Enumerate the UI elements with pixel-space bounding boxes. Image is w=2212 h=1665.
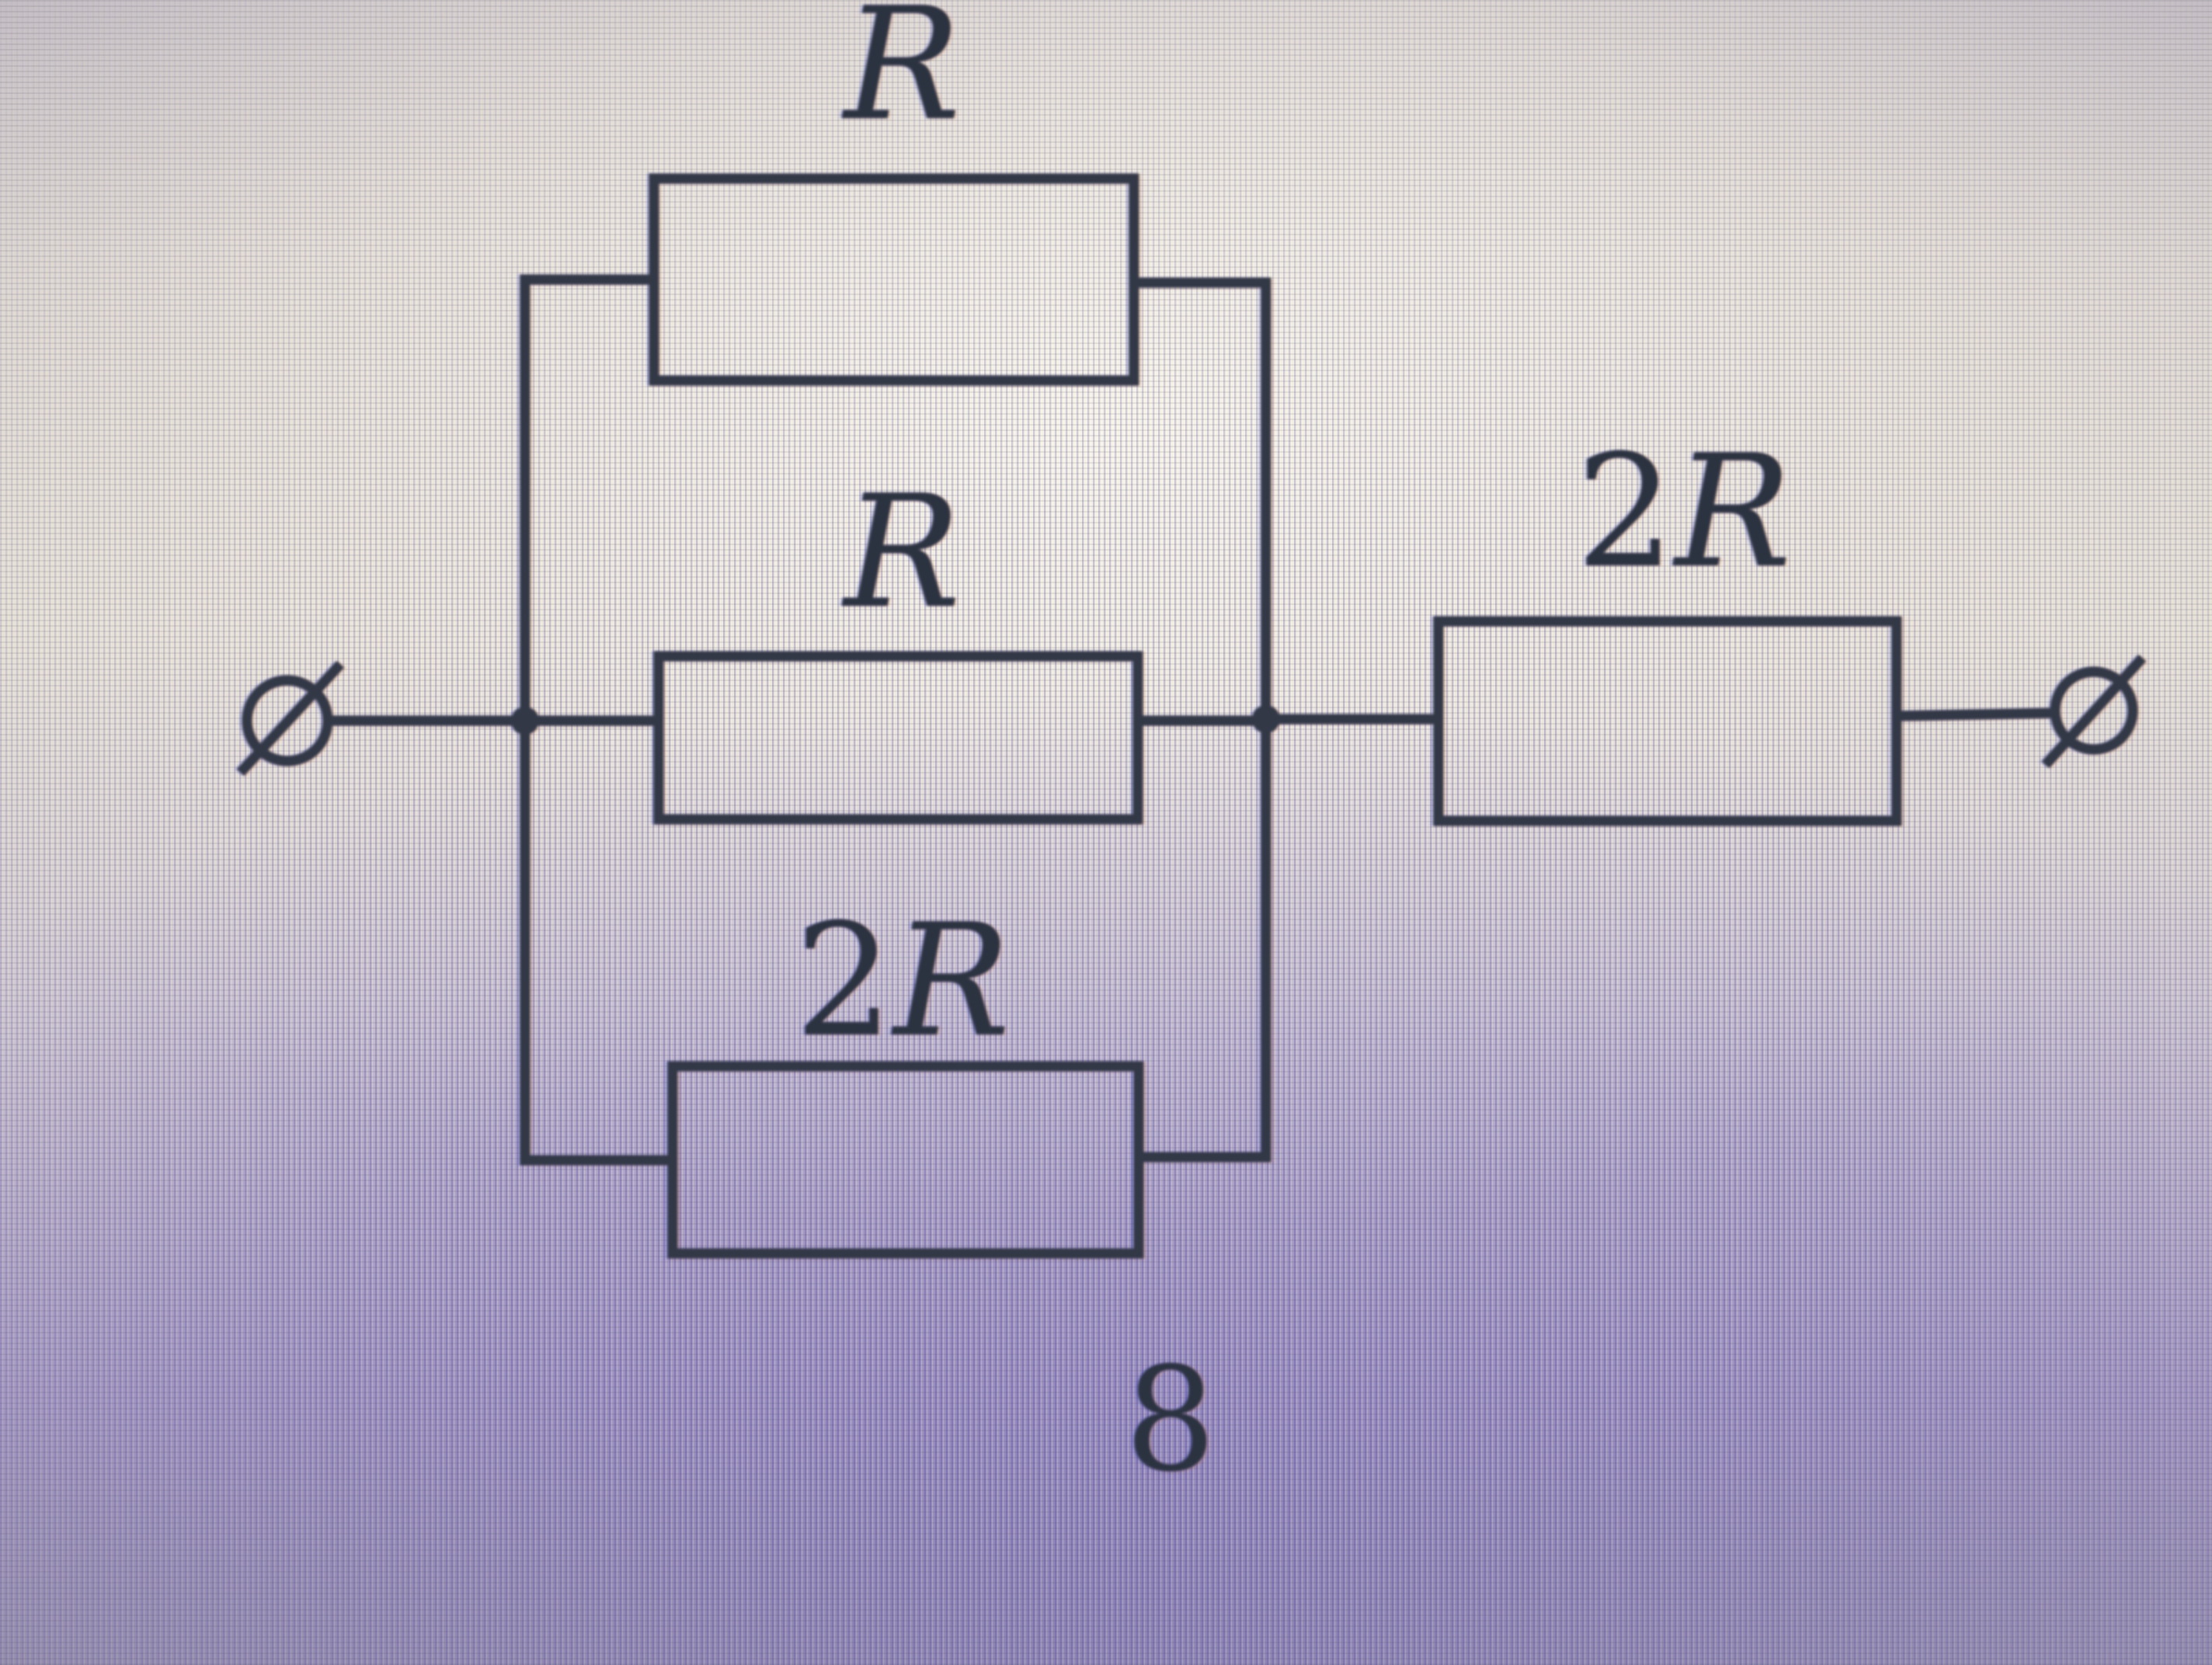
label-resistor-series: 2R [1576,422,1792,603]
wire-series-resistor-to-right-terminal [1891,707,2061,721]
resistor-parallel-bottom [667,1061,1144,1259]
label-resistor-parallel-bottom: 2R [795,891,1010,1072]
resistor-parallel-top [649,173,1139,386]
right-terminal-slash-icon [2041,654,2147,769]
resistor-parallel-middle [653,651,1143,825]
right-terminal-icon [2050,666,2138,755]
label-resistor-parallel-top: R [841,0,962,155]
left-terminal-slash-icon [236,660,345,777]
resistor-series [1433,616,1902,826]
figure-number: 8 [1125,1336,1216,1503]
label-resistor-parallel-middle: R [841,462,962,643]
